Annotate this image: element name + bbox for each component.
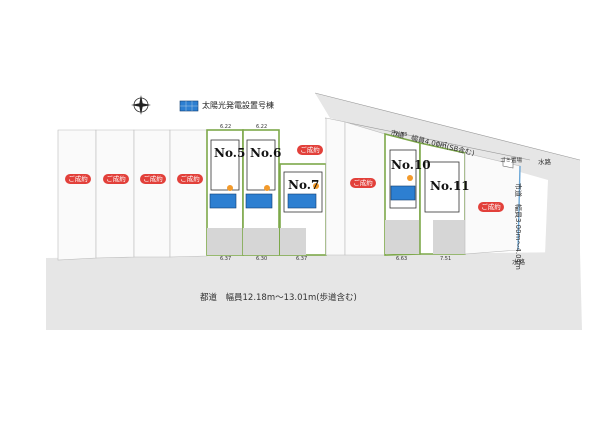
dim-lot6-top: 6.22	[256, 124, 268, 130]
waterway-bottom-label: 水路	[512, 258, 525, 266]
lot-6-number: No.6	[250, 146, 282, 160]
dim-lot5-top: 6.22	[220, 124, 232, 130]
sold-lots-left	[57, 129, 208, 261]
compass-icon	[131, 95, 151, 115]
lot-10-number: No.10	[391, 158, 431, 172]
sun-icons	[227, 175, 413, 191]
waterway-top-label: 水路	[538, 158, 551, 166]
sold-lots-middle	[325, 117, 386, 256]
sold-badge: ご成約	[103, 174, 129, 184]
dim-lot11-top: 7.07	[436, 142, 448, 148]
lot-11-number: No.11	[430, 179, 470, 193]
lot-11-parcel	[419, 142, 466, 255]
waterway-line	[517, 165, 521, 251]
main-road	[46, 252, 582, 330]
dim-lot10-top: 6.73	[396, 132, 408, 138]
legend-solar-label: 太陽光発電設置号棟	[202, 101, 274, 110]
sold-badge: ご成約	[140, 174, 166, 184]
sold-badge: ご成約	[478, 202, 504, 212]
lot-6-parcel	[242, 129, 280, 256]
sold-badge: ご成約	[65, 174, 91, 184]
garbage-box	[502, 157, 514, 169]
lot-5-number: No.5	[214, 146, 246, 160]
north-road	[315, 93, 580, 255]
solar-panel-legend-icon	[179, 100, 199, 112]
dim-lot7-bottom: 6.37	[296, 256, 308, 262]
dim-lot11-bottom: 7.51	[440, 256, 452, 262]
main-road-label: 都道 幅員12.18m～13.01m(歩道含む)	[200, 293, 357, 303]
sold-badge: ご成約	[177, 174, 203, 184]
dim-lot6-bottom: 6.30	[256, 256, 268, 262]
lot-5-parcel	[206, 129, 244, 256]
lot-7-parcel	[279, 163, 327, 256]
lot-7-number: No.7	[288, 178, 320, 192]
solar-panels	[209, 185, 416, 209]
sold-badge: ご成約	[297, 145, 323, 155]
dim-lot5-bottom: 6.37	[220, 256, 232, 262]
dim-lot10-bottom: 6.63	[396, 256, 408, 262]
sold-badge: ご成約	[350, 178, 376, 188]
garbage-label: ゴミ置場	[500, 158, 523, 164]
